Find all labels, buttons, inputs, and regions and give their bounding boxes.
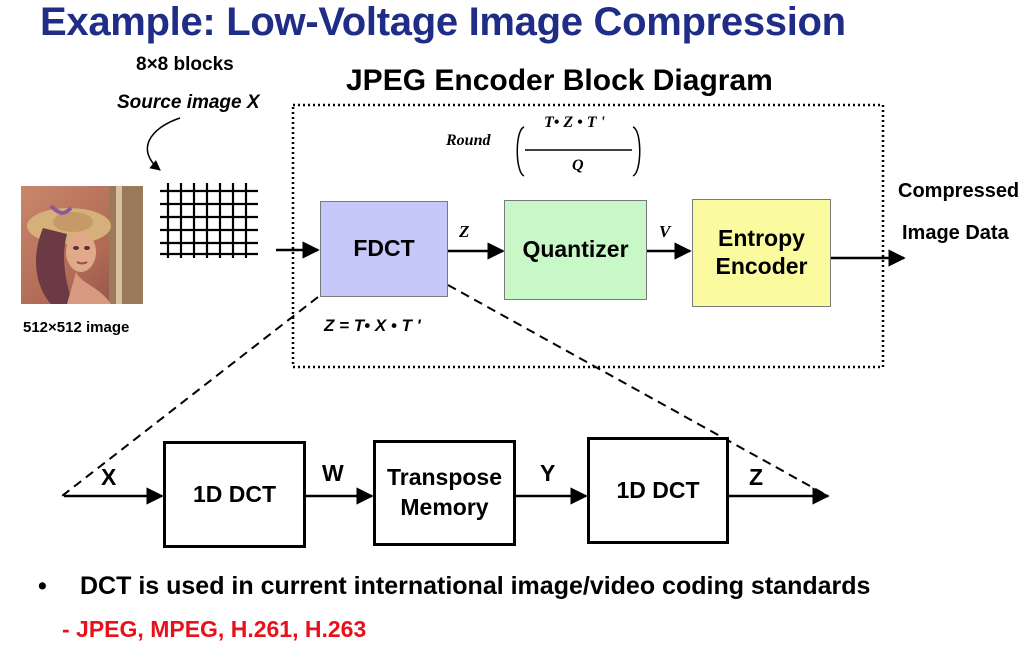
block-grid-icon <box>160 183 258 258</box>
v-signal-label: V <box>659 222 671 241</box>
slide-title: Example: Low-Voltage Image Compression <box>40 0 846 44</box>
round-denominator: Q <box>572 157 584 174</box>
zoom-line-left <box>61 296 319 497</box>
x-label: X <box>101 464 117 490</box>
blocks-label: 8×8 blocks <box>136 54 234 75</box>
round-right-bracket <box>632 126 641 177</box>
transpose-label-line1: Transpose <box>386 464 503 491</box>
dct-1d-label-second: 1D DCT <box>616 476 700 503</box>
source-image-thumbnail <box>21 186 143 304</box>
source-image-label: Source image X <box>117 92 260 113</box>
quantizer-block: Quantizer <box>504 200 647 300</box>
bullet-marker: • <box>38 572 47 600</box>
dct-usage-bullet: DCT is used in current international ima… <box>80 572 871 600</box>
zoom-line-right <box>447 284 829 497</box>
w-label: W <box>322 460 344 486</box>
quantizer-label: Quantizer <box>522 236 629 263</box>
entropy-label-line2: Encoder <box>715 253 808 279</box>
source-pointer-arrow <box>146 117 181 171</box>
fdct-block: FDCT <box>320 201 448 297</box>
transpose-memory-block: Transpose Memory <box>373 440 516 546</box>
fdct-formula: Z = T• X • T ' <box>324 316 421 335</box>
round-label: Round <box>446 132 491 149</box>
dct-1d-label-first: 1D DCT <box>192 480 277 507</box>
encoder-frame <box>291 103 885 369</box>
z-label: Z <box>749 464 764 490</box>
output-label-line1: Compressed <box>898 180 1020 202</box>
image-size-label: 512×512 image <box>23 319 130 336</box>
y-label: Y <box>540 460 556 486</box>
round-numerator: T• Z • T ' <box>544 114 605 131</box>
round-left-bracket <box>516 126 525 177</box>
encoder-title: JPEG Encoder Block Diagram <box>346 64 773 97</box>
entropy-encoder-block: Entropy Encoder <box>692 199 831 307</box>
fdct-label: FDCT <box>353 235 415 262</box>
z-signal-label: Z <box>459 222 470 241</box>
standards-list: - JPEG, MPEG, H.261, H.263 <box>62 616 367 642</box>
output-label-line2: Image Data <box>902 222 1009 244</box>
entropy-label-line1: Entropy <box>718 225 805 252</box>
dct-1d-block-second: 1D DCT <box>587 437 729 544</box>
transpose-label-line2: Memory <box>400 494 489 520</box>
dct-1d-block-first: 1D DCT <box>163 441 306 548</box>
